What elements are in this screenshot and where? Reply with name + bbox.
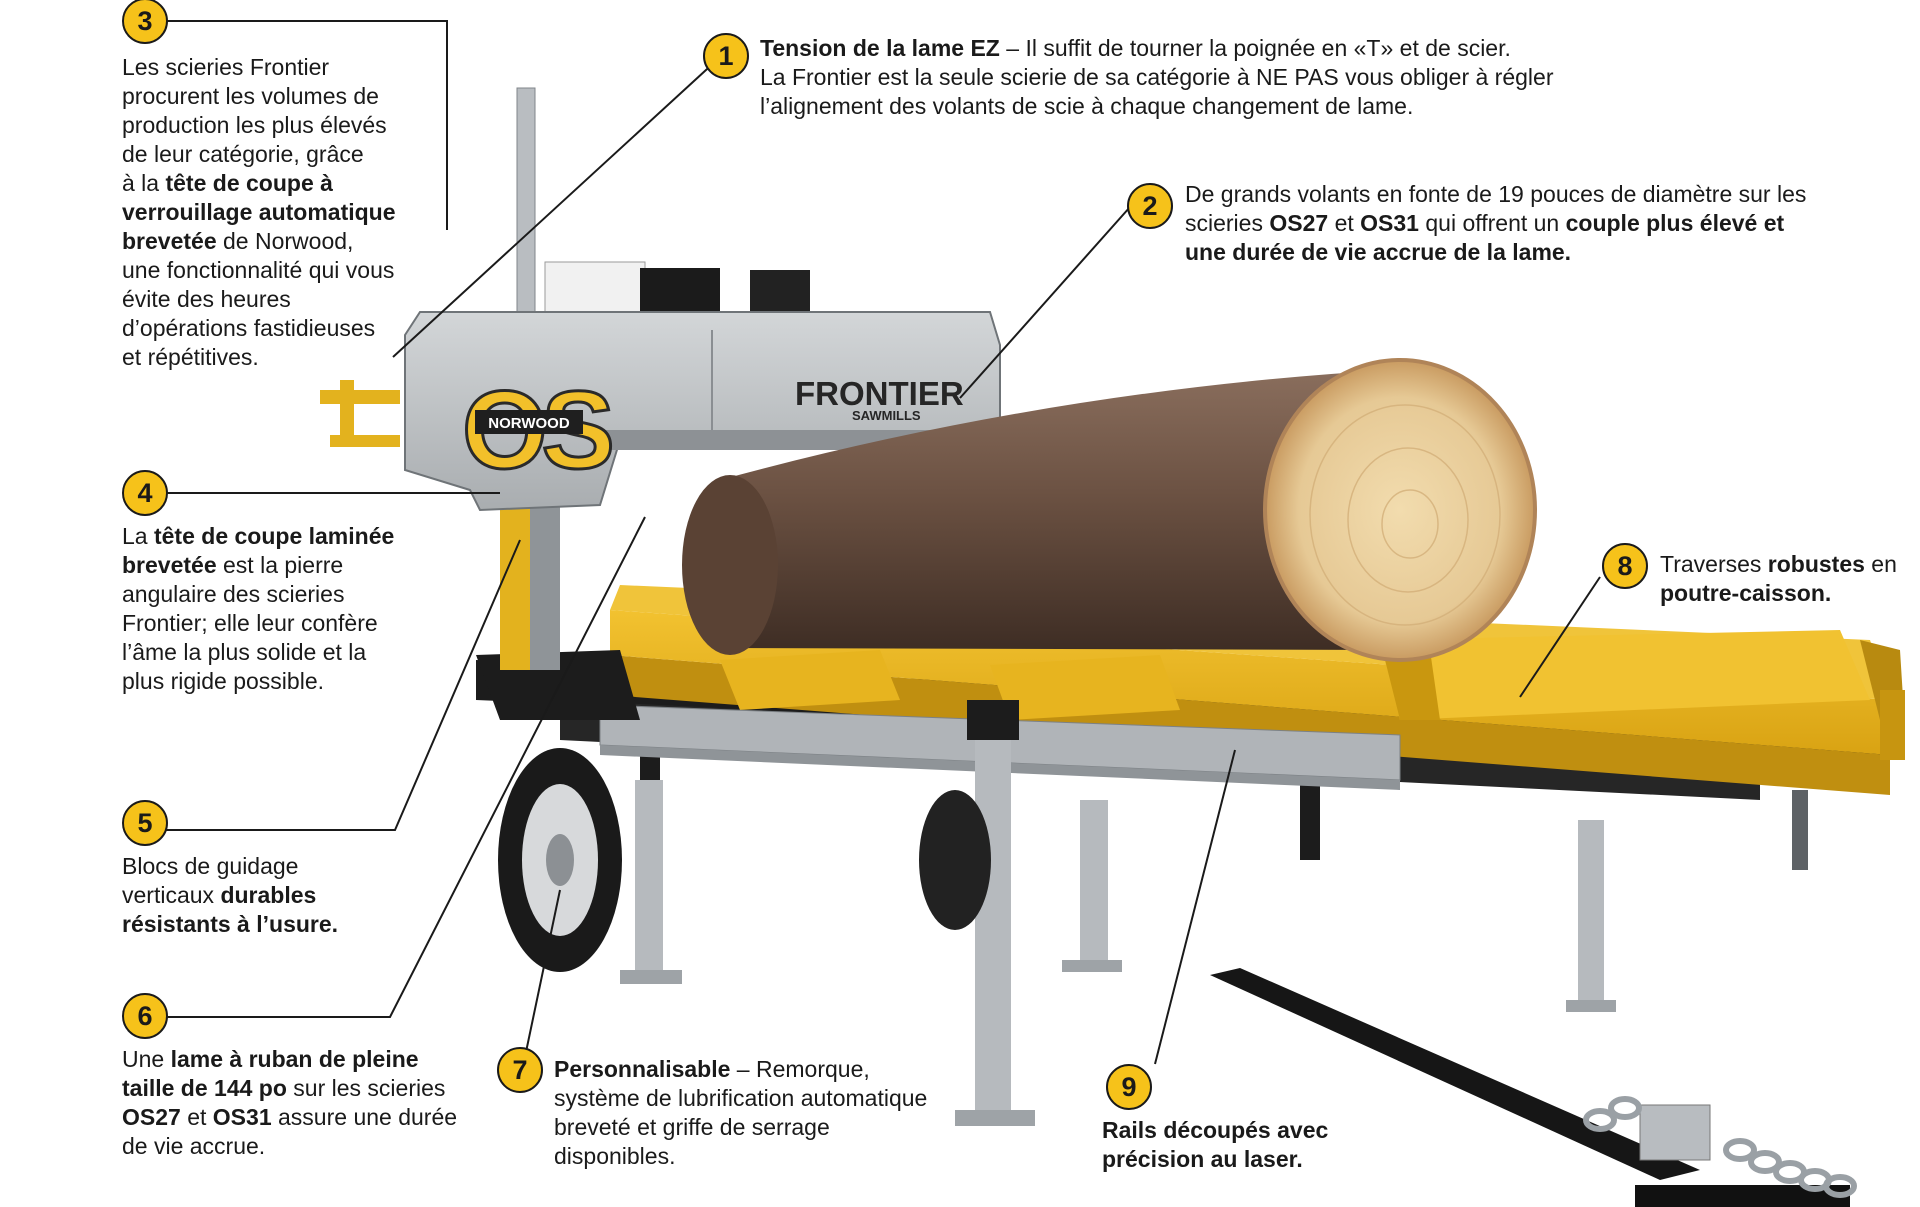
callout-text-run: l’alignement des volants de scie à chaqu… [760,93,1414,119]
callout-text-run: procurent les volumes de [122,83,379,109]
callout-text-run: en [1864,551,1897,577]
callout-text-run: d’opérations fastidieuses [122,315,376,341]
callout-text-run: est la pierre [216,552,344,578]
callout-text-run: Une [122,1046,171,1072]
callout-text-run: précision au laser. [1102,1146,1303,1172]
callout-3-text: Les scieries Frontier procurent les volum… [122,53,452,372]
callout-text-run: robustes [1767,551,1865,577]
callout-text-run: verticaux [122,882,221,908]
callout-text-run: et [1328,210,1361,236]
callout-text-run: OS31 [1360,210,1419,236]
trailer-wheel [498,748,991,972]
brand-sub-logo: SAWMILLS [852,408,921,423]
brand-logo: FRONTIER [795,375,964,412]
callout-text-run: et [180,1104,213,1130]
callout-6-badge: 6 [122,993,168,1039]
callout-text-run: lame à ruban de pleine [170,1046,419,1072]
callout-text-run: système de lubrification automatique [554,1085,928,1111]
callout-text-run: angulaire des scieries [122,581,345,607]
callout-text-run: De grands volants en fonte de 19 pouces … [1185,181,1807,207]
callout-8-badge: 8 [1602,543,1648,589]
callout-5-text: Blocs de guidage verticaux durables résist… [122,852,422,939]
callout-text-run: Traverses [1660,551,1768,577]
callout-text-run: – Il suffit de tourner la poignée en «T»… [999,35,1511,61]
callout-text-run: scieries [1185,210,1270,236]
callout-text-run: de Norwood, [216,228,354,254]
callout-text-run: résistants à l’usure. [122,911,339,937]
callout-text-run: et répétitives. [122,344,259,370]
callout-text-run: l’âme la plus solide et la [122,639,367,665]
callout-text-run: tête de coupe laminée [153,523,395,549]
callout-text-run: Tension de la lame EZ [760,35,1000,61]
callout-text-run: Les scieries Frontier [122,54,330,80]
callout-text-run: poutre-caisson. [1660,580,1832,606]
callout-text-run: Frontier; elle leur confère [122,610,378,636]
callout-text-run: OS27 [122,1104,181,1130]
callout-text-run: Rails découpés avec [1102,1117,1329,1143]
rear-stand [1062,790,1808,1012]
callout-1-text: Tension de la lame EZ – Il suffit de tou… [760,34,1720,121]
callout-text-run: brevetée [122,228,217,254]
callout-text-run: assure une durée [271,1104,458,1130]
log [682,358,1537,662]
callout-text-run: taille de 144 po [122,1075,287,1101]
callout-9-text: Rails découpés avec précision au laser. [1102,1116,1402,1174]
callout-text-run: verrouillage automatique [122,199,396,225]
callout-text-run: couple plus élevé et [1565,210,1785,236]
callout-text-run: OS31 [212,1104,272,1130]
front-jacks [620,700,1035,1126]
callout-9-badge: 9 [1106,1064,1152,1110]
callout-text-run: brevetée [122,552,217,578]
callout-7-text: Personnalisable – Remorque, système de lu… [554,1055,994,1171]
callout-text-run: breveté et griffe de serrage [554,1114,830,1140]
callout-3-badge: 3 [122,0,168,44]
callout-1-badge: 1 [703,33,749,79]
callout-text-run: – Remorque, [730,1056,870,1082]
callout-4-text: La tête de coupe laminée brevetée est la … [122,522,452,696]
saw-head: OS NORWOOD FRONTIER SAWMILLS [404,311,1001,512]
callout-2-badge: 2 [1127,183,1173,229]
callout-text-run: Blocs de guidage [122,853,299,879]
callout-text-run: sur les scieries [286,1075,446,1101]
callout-text-run: La Frontier est la seule scierie de sa c… [760,64,1554,90]
callout-text-run: La [122,523,154,549]
callout-text-run: plus rigide possible. [122,668,325,694]
callout-5-badge: 5 [122,800,168,846]
log-bunks [720,630,1870,720]
carriage-upright [320,380,560,670]
callout-text-run: de vie accrue. [122,1133,266,1159]
callout-text-run: évite des heures [122,286,291,312]
callout-text-run: disponibles. [554,1143,676,1169]
callout-text-run: une durée de vie accrue de la lame. [1185,239,1572,265]
callout-6-text: Une lame à ruban de pleine taille de 144 … [122,1045,502,1161]
callout-text-run: de leur catégorie, grâce [122,141,364,167]
callout-2-text: De grands volants en fonte de 19 pouces … [1185,180,1905,267]
maker-logo: NORWOOD [488,415,570,432]
callout-7-badge: 7 [497,1047,543,1093]
callout-text-run: durables [220,882,317,908]
callout-text-run: production les plus élevés [122,112,387,138]
callout-text-run: Personnalisable [554,1056,731,1082]
callout-text-run: à la [122,170,166,196]
right-end-plate [1880,690,1905,760]
callout-4-badge: 4 [122,470,168,516]
callout-text-run: tête de coupe à [165,170,333,196]
leader-lines [149,20,1601,1072]
callout-text-run: une fonctionnalité qui vous [122,257,395,283]
trailer-tongue [1210,968,1857,1207]
callout-text-run: OS27 [1269,210,1329,236]
callout-8-text: Traverses robustes en poutre-caisson. [1660,550,1910,608]
callout-text-run: qui offrent un [1418,210,1566,236]
